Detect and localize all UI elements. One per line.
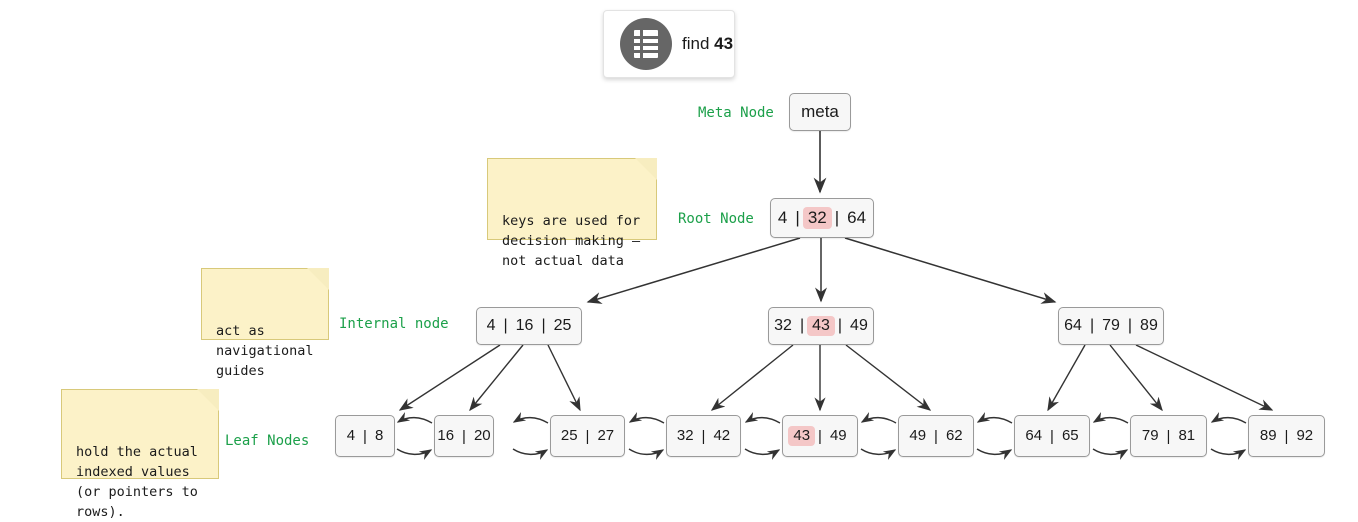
key-cell: 92 [1296,427,1314,445]
key-cell: 81 [1178,427,1196,445]
key-separator: | [503,316,508,334]
note-keys-text: keys are used for decision making — not … [502,213,641,269]
note-keys: keys are used for decision making — not … [487,158,657,269]
key-cell: 4 [486,316,496,334]
key-cell: 64 [1025,427,1043,445]
key-cell: 4 [777,208,788,228]
key-cell: 49 [850,316,868,334]
key-cell: 89 [1140,316,1158,334]
key-cell: 62 [945,427,963,445]
key-cell: 32 [802,207,832,229]
key-cell: 27 [597,427,615,445]
key-cell: 79 [1141,427,1159,445]
edge-internal3-to-leaves [1047,344,1274,412]
node-leaf-3[interactable]: 32 | 42 [666,415,741,457]
node-leaf-7[interactable]: 79 | 81 [1130,415,1207,457]
node-internal-1-keys: 32 |43| 49 [769,315,873,337]
node-internal-1[interactable]: 32 |43| 49 [768,307,874,345]
key-separator: | [1166,427,1171,445]
label-meta-node: Meta Node [698,105,774,121]
key-cell: 64 [847,208,867,228]
edge-internal2-to-leaves [710,344,932,412]
key-separator: | [799,316,805,334]
node-leaf-6[interactable]: 64 | 65 [1014,415,1090,457]
key-cell: 49 [829,427,847,445]
node-internal-2-keys: 64 | 79 | 89 [1059,316,1163,337]
query-prefix: find [682,34,710,53]
key-cell: 25 [560,427,578,445]
node-leaf-5[interactable]: 49 | 62 [898,415,974,457]
node-leaf-1[interactable]: 16 | 20 [434,415,494,457]
query-value: 43 [714,34,734,53]
key-separator: | [1284,427,1289,445]
note-leaf: hold the actual indexed values (or point… [61,389,219,520]
label-root-node: Root Node [678,211,754,227]
note-leaf-text: hold the actual indexed values (or point… [76,444,198,520]
key-separator: | [701,427,706,445]
edge-root-to-internal [586,237,1057,304]
query-card[interactable]: find 43 [603,10,735,78]
node-leaf-4[interactable]: 43| 49 [782,415,858,457]
key-cell: 20 [473,427,491,445]
node-internal-2[interactable]: 64 | 79 | 89 [1058,307,1164,345]
key-separator: | [1127,316,1133,334]
key-cell: 43 [807,315,835,337]
node-leaf-0[interactable]: 4 | 8 [335,415,395,457]
key-separator: | [837,316,843,334]
label-internal-node: Internal node [339,316,449,332]
node-leaf-2[interactable]: 25 | 27 [550,415,625,457]
key-separator: | [585,427,590,445]
key-cell: 43 [788,426,816,446]
key-cell: 65 [1061,427,1079,445]
edge-internal1-to-leaves [398,344,581,412]
key-cell: 25 [553,316,572,334]
node-meta-label: meta [801,102,839,121]
node-root-keys: 4 |32| 64 [773,207,871,229]
node-root[interactable]: 4 |32| 64 [770,198,874,238]
key-cell: 32 [774,316,792,334]
key-cell: 49 [909,427,927,445]
node-internal-0-keys: 4 | 16 | 25 [482,316,577,337]
key-separator: | [363,427,367,445]
key-cell: 42 [713,427,731,445]
key-separator: | [462,427,466,445]
label-leaf-nodes: Leaf Nodes [225,433,310,449]
key-separator: | [1089,316,1095,334]
node-leaf-8[interactable]: 89 | 92 [1248,415,1325,457]
key-separator: | [541,316,546,334]
key-cell: 16 [437,427,455,445]
key-separator: | [934,427,938,445]
key-separator: | [818,427,822,445]
key-cell: 64 [1064,316,1082,334]
node-meta[interactable]: meta [789,93,851,131]
key-cell: 16 [515,316,534,334]
key-separator: | [834,208,840,227]
note-internal-text: act as navigational guides [216,323,314,379]
key-cell: 4 [346,427,356,445]
query-label: find 43 [682,34,733,54]
key-cell: 89 [1259,427,1277,445]
key-cell: 8 [374,427,384,445]
key-separator: | [1050,427,1054,445]
key-cell: 32 [676,427,694,445]
key-cell: 79 [1102,316,1120,334]
key-separator: | [795,208,800,227]
node-internal-0[interactable]: 4 | 16 | 25 [476,307,582,345]
note-internal: act as navigational guides [201,268,329,379]
database-table-icon [620,18,672,70]
bplus-tree-diagram: find 43 Meta Node Root Node Internal nod… [61,10,1325,520]
